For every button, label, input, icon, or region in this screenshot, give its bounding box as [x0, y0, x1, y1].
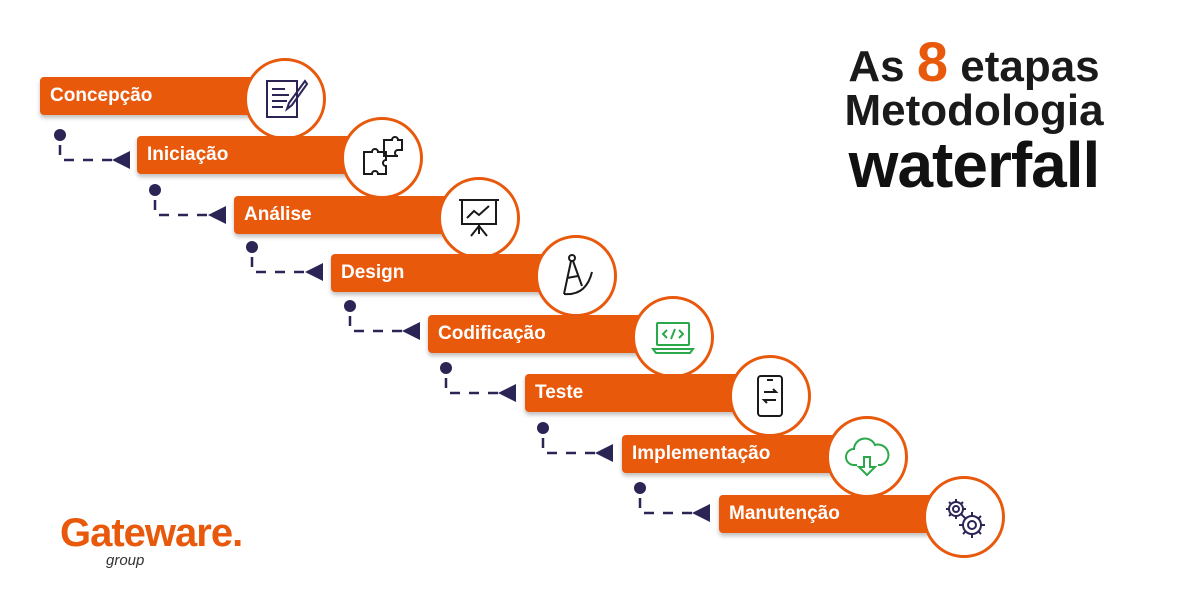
headline-prefix: As — [848, 42, 905, 91]
headline: As 8 etapas Metodologia waterfall — [804, 34, 1144, 201]
step-label: Análise — [244, 204, 312, 225]
step-bar — [525, 374, 769, 412]
step-design: Design — [331, 235, 671, 317]
step-implementacao: Implementação — [622, 416, 962, 498]
step-label: Concepção — [50, 85, 153, 106]
gateware-logo: Gateware. group — [60, 511, 243, 569]
mobile-sync-icon — [729, 355, 811, 437]
headline-number: 8 — [916, 30, 948, 93]
step-label: Iniciação — [147, 144, 229, 165]
step-bar — [234, 196, 478, 234]
laptop-code-icon — [632, 296, 714, 378]
headline-line2: Metodologia — [844, 86, 1104, 135]
step-label: Manutenção — [729, 503, 840, 524]
step-teste: Teste — [525, 355, 865, 437]
logo-brand: Gateware. — [60, 511, 243, 555]
step-bar — [40, 77, 284, 115]
connector-7 — [634, 482, 710, 522]
connector-5 — [440, 362, 516, 402]
cloud-download-icon — [826, 416, 908, 498]
step-label: Codificação — [438, 323, 546, 344]
step-bar — [622, 435, 866, 473]
step-bar — [719, 495, 963, 533]
connector-3 — [246, 241, 323, 281]
connector-1 — [54, 129, 130, 169]
presentation-chart-icon — [438, 177, 520, 259]
logo-sub: group — [106, 552, 145, 569]
step-codificacao: Codificação — [428, 296, 768, 378]
step-bar — [428, 315, 672, 353]
connector-6 — [537, 422, 613, 462]
headline-suffix: etapas — [960, 42, 1100, 91]
gears-icon — [923, 476, 1005, 558]
step-bar — [137, 136, 381, 174]
step-bar — [331, 254, 575, 292]
connector-4 — [344, 300, 420, 340]
step-label: Design — [341, 262, 405, 283]
step-analise: Análise — [234, 177, 574, 259]
step-label: Implementação — [632, 443, 771, 464]
step-manutencao: Manutenção — [719, 476, 1059, 558]
step-label: Teste — [535, 382, 584, 403]
headline-line1: As 8 etapas — [804, 34, 1144, 91]
step-concepcao: Concepção — [40, 58, 380, 140]
connector-2 — [149, 184, 226, 224]
headline-line3: waterfall — [848, 129, 1101, 201]
